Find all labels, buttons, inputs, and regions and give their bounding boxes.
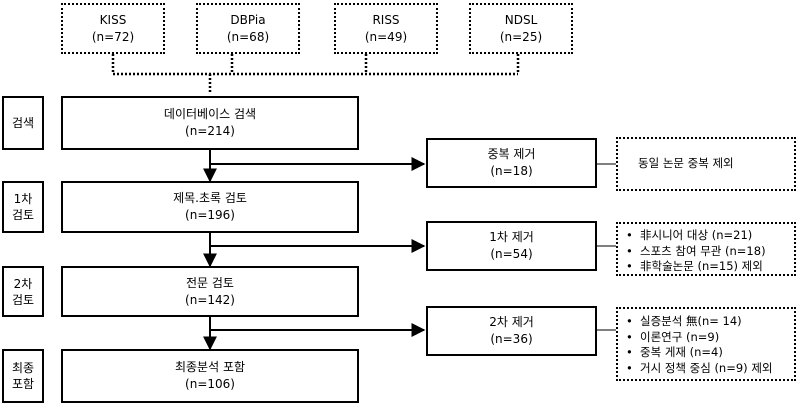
source-count: (n=68)	[226, 29, 270, 44]
list-item: 거시 정책 중심 (n=9) 제외	[626, 361, 794, 377]
step-title: 데이터베이스 검색	[163, 107, 257, 121]
note-duplicate: 동일 논문 중복 제외	[616, 137, 796, 191]
exclusion-title: 1차 제거	[489, 230, 534, 244]
source-name: DBPia	[230, 12, 266, 27]
exclusion-count: (n=18)	[490, 164, 533, 178]
source-count: (n=49)	[364, 29, 408, 44]
source-kiss: KISS (n=72)	[61, 3, 165, 54]
stage-first-review: 1차 검토	[2, 181, 44, 233]
source-ndsl: NDSL (n=25)	[469, 3, 573, 54]
step-title: 제목.초록 검토	[173, 191, 247, 205]
stage-label: 1차	[13, 192, 33, 206]
source-count: (n=72)	[91, 29, 135, 44]
list-item: 스포츠 참여 무관 (n=18)	[626, 244, 794, 260]
step-count: (n=214)	[185, 124, 235, 138]
note-list: 非시니어 대상 (n=21) 스포츠 참여 무관 (n=18) 非학술논문 (n…	[618, 228, 794, 275]
exclusion-count: (n=54)	[490, 247, 533, 261]
exclusion-title: 2차 제거	[489, 315, 534, 329]
stage-label: 2차	[13, 276, 33, 291]
exclusion-second: 2차 제거 (n=36)	[426, 306, 597, 356]
source-merge-lines	[111, 54, 520, 94]
exclusion-first: 1차 제거 (n=54)	[426, 221, 597, 271]
exclusion-title: 중복 제거	[487, 147, 536, 161]
note-connectors	[597, 163, 616, 331]
stage-search: 검색	[2, 96, 44, 150]
step-title: 전문 검토	[186, 275, 234, 290]
note-list: 실증분석 無(n= 14) 이론연구 (n=9) 중복 게재 (n=4) 거시 …	[618, 314, 794, 376]
stage-label: 검토	[11, 292, 35, 307]
source-count: (n=25)	[499, 29, 543, 44]
list-item: 非학술논문 (n=15) 제외	[626, 259, 794, 275]
stage-label: 검색	[11, 116, 35, 130]
note-text: 동일 논문 중복 제외	[638, 156, 734, 171]
step-title-abstract-review: 제목.초록 검토 (n=196)	[61, 181, 359, 233]
list-item: 非시니어 대상 (n=21)	[626, 228, 794, 244]
source-name: KISS	[99, 12, 127, 27]
list-item: 실증분석 無(n= 14)	[626, 314, 794, 330]
source-name: NDSL	[504, 12, 538, 27]
step-full-text-review: 전문 검토 (n=142)	[61, 266, 359, 317]
note-first-exclusion: 非시니어 대상 (n=21) 스포츠 참여 무관 (n=18) 非학술논문 (n…	[616, 222, 796, 276]
step-database-search: 데이터베이스 검색 (n=214)	[61, 96, 359, 150]
step-count: (n=106)	[185, 377, 235, 391]
step-count: (n=142)	[185, 292, 235, 307]
exclusion-count: (n=36)	[490, 332, 533, 346]
step-final-inclusion: 최종분석 포함 (n=106)	[61, 349, 359, 403]
exclusion-duplicate: 중복 제거 (n=18)	[426, 138, 597, 188]
step-title: 최종분석 포함	[174, 360, 246, 374]
stage-label: 최종	[11, 361, 35, 375]
source-dbpia: DBPia (n=68)	[196, 3, 300, 54]
step-count: (n=196)	[185, 208, 235, 222]
note-second-exclusion: 실증분석 無(n= 14) 이론연구 (n=9) 중복 게재 (n=4) 거시 …	[616, 307, 796, 381]
stage-label: 검토	[11, 208, 35, 222]
list-item: 중복 게재 (n=4)	[626, 345, 794, 361]
stage-final: 최종 포함	[2, 349, 44, 403]
source-name: RISS	[372, 12, 400, 27]
list-item: 이론연구 (n=9)	[626, 330, 794, 346]
stage-label: 포함	[11, 377, 35, 391]
stage-second-review: 2차 검토	[2, 266, 44, 317]
exclusion-arrows	[210, 157, 426, 337]
source-riss: RISS (n=49)	[334, 3, 438, 54]
